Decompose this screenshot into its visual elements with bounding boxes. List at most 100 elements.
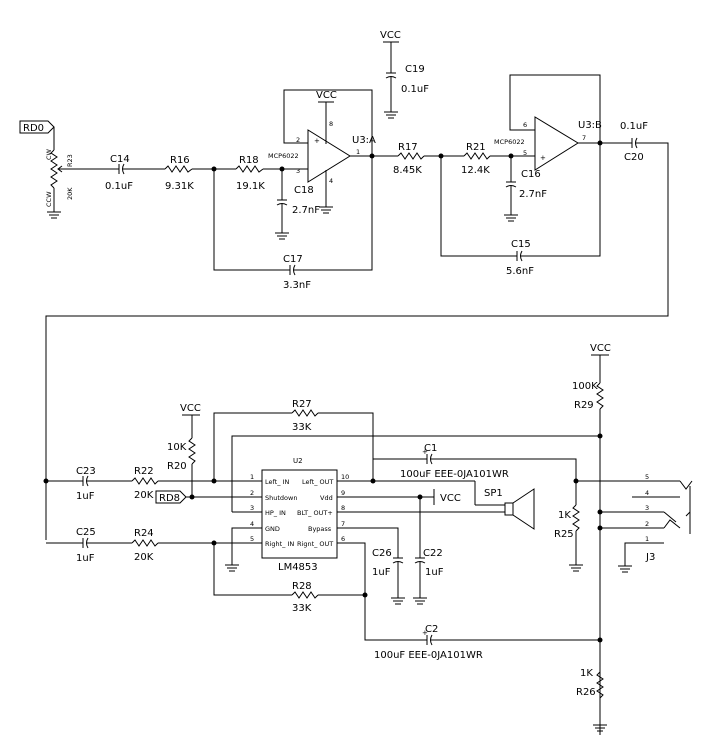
- u3b-part: MCP6022: [494, 138, 525, 146]
- r27-resistor: R27 33K: [213, 399, 374, 481]
- c2-capacitor: + C2 100uF EEE-0JA101WR: [374, 624, 600, 661]
- u2-pin4-num: 4: [250, 520, 254, 528]
- r25-value: 1K: [558, 510, 571, 521]
- r22-resistor: R22 20K: [131, 466, 262, 501]
- c14-value: 0.1uF: [105, 181, 133, 192]
- u3a-minus: +: [314, 137, 320, 145]
- rd8-connector: RD8: [155, 490, 262, 504]
- u2-pin9-num: 9: [341, 489, 345, 497]
- u3b-pin6: 6: [523, 121, 527, 129]
- u2-pin7-name: Bypass: [308, 525, 332, 533]
- r16-ref: R16: [170, 155, 190, 166]
- u3a-ref: U3:A: [352, 135, 376, 146]
- c15-ref: C15: [511, 239, 531, 250]
- r24-resistor: R24 20K: [131, 528, 262, 563]
- r23-cw: CW: [45, 148, 53, 160]
- u3b-plus: +: [540, 154, 546, 162]
- junction-r22-leftin: [211, 478, 217, 484]
- c20-capacitor: 0.1uF C20: [620, 121, 648, 163]
- c15-value: 5.6nF: [506, 266, 534, 277]
- r27-value: 33K: [292, 422, 312, 433]
- sp1-speaker: SP1: [455, 480, 535, 530]
- c2-plus: +: [422, 629, 428, 637]
- c19-capacitor: VCC C19 0.1uF: [380, 30, 429, 119]
- r16-value: 9.31K: [165, 181, 194, 192]
- rd0-label: RD0: [23, 123, 44, 134]
- c16-ref: C16: [521, 169, 541, 180]
- r23-ref: R23: [66, 154, 74, 167]
- c22-ref: C22: [423, 548, 443, 559]
- rd8-label: RD8: [159, 493, 180, 504]
- c25-capacitor: C25 1uF: [46, 527, 132, 564]
- c18-capacitor: C18 2.7nF: [275, 169, 320, 240]
- u2-pin8-num: 8: [341, 504, 345, 512]
- u3a-pin8: 8: [329, 120, 333, 128]
- u3b-ref: U3:B: [578, 120, 602, 131]
- u3b-opamp: + MCP6022 U3:B 6 5 7: [494, 74, 602, 171]
- r25-resistor: 1K R25: [554, 480, 640, 572]
- vcc-label-c19: VCC: [380, 30, 401, 41]
- r17-ref: R17: [398, 142, 418, 153]
- u3a-pin1: 1: [356, 148, 360, 156]
- u2-pin5-name: Right_ IN: [265, 540, 294, 548]
- c23-capacitor: C23 1uF: [46, 466, 132, 502]
- r26-value: 1K: [580, 668, 593, 679]
- rd0-connector: RD0: [19, 120, 55, 150]
- r22-value: 20K: [134, 490, 154, 501]
- junction-c2-r26: [597, 637, 603, 643]
- u2-pin6-name: Rignt_ OUT: [297, 540, 333, 548]
- c17-value: 3.3nF: [283, 280, 311, 291]
- junction-jack-pin2: [597, 525, 603, 531]
- u3b-pin5: 5: [523, 149, 527, 157]
- r28-value: 33K: [292, 603, 312, 614]
- r26-ref: R26: [576, 687, 596, 698]
- j3-pin3: 3: [645, 504, 649, 512]
- r17-value: 8.45K: [393, 165, 422, 176]
- c1-capacitor: + C1 100uF EEE-0JA101WR: [372, 443, 577, 481]
- u2-ref: U2: [293, 457, 303, 465]
- c17-ref: C17: [283, 254, 303, 265]
- c2-value: 100uF EEE-0JA101WR: [374, 650, 483, 661]
- u2-amplifier: U2 LM4853 1 Left_ IN 2 Shutdown 3 HP_ IN…: [225, 457, 505, 641]
- r29-value: 100K: [572, 381, 598, 392]
- u3a-opamp: + MCP6022 U3:A 2 3 8 4 1 VCC: [268, 89, 376, 214]
- u2-pin9-name: Vdd: [320, 494, 333, 502]
- c25-value: 1uF: [76, 553, 95, 564]
- u2-pin1-num: 1: [250, 473, 254, 481]
- r17-resistor: R17 8.45K: [393, 142, 425, 176]
- j3-pin4: 4: [645, 489, 649, 497]
- r16-resistor: R16 9.31K: [164, 155, 194, 192]
- c1-value: 100uF EEE-0JA101WR: [400, 469, 509, 480]
- u2-pin5-num: 5: [250, 535, 254, 543]
- u2-right-pins: 10 Left_ OUT 9 Vdd 8 BLT_ OUT+ 7 Bypass …: [297, 473, 349, 548]
- u2-part: LM4853: [278, 562, 318, 573]
- r23-potentiometer: CW CCW R23 20K: [45, 148, 74, 219]
- j3-pin5: 5: [645, 473, 649, 481]
- u2-pin4-name: GND: [265, 525, 280, 533]
- r23-ccw: CCW: [45, 191, 53, 207]
- r28-ref: R28: [292, 581, 312, 592]
- c17-capacitor: C17 3.3nF: [213, 156, 373, 291]
- r27-ref: R27: [292, 399, 312, 410]
- r22-ref: R22: [134, 466, 154, 477]
- c2-ref: C2: [425, 624, 438, 635]
- r18-resistor: R18 19.1K: [235, 155, 265, 192]
- r25-ref: R25: [554, 529, 574, 540]
- c23-value: 1uF: [76, 491, 95, 502]
- u3a-pin2: 2: [296, 136, 300, 144]
- r21-value: 12.4K: [461, 165, 490, 176]
- u3a-part: MCP6022: [268, 152, 299, 160]
- vcc-label-pin9: VCC: [440, 493, 461, 504]
- j3-pin1: 1: [645, 535, 649, 543]
- r24-value: 20K: [134, 552, 154, 563]
- r18-value: 19.1K: [236, 181, 265, 192]
- u3b-pin7: 7: [582, 134, 586, 142]
- c14-ref: C14: [110, 154, 130, 165]
- u2-pin2-name: Shutdown: [265, 494, 297, 502]
- r29-ref: R29: [574, 400, 594, 411]
- r18-ref: R18: [239, 155, 259, 166]
- u2-pin8-name: BLT_ OUT+: [297, 509, 333, 517]
- j3-pin2: 2: [645, 520, 649, 528]
- c19-value: 0.1uF: [401, 84, 429, 95]
